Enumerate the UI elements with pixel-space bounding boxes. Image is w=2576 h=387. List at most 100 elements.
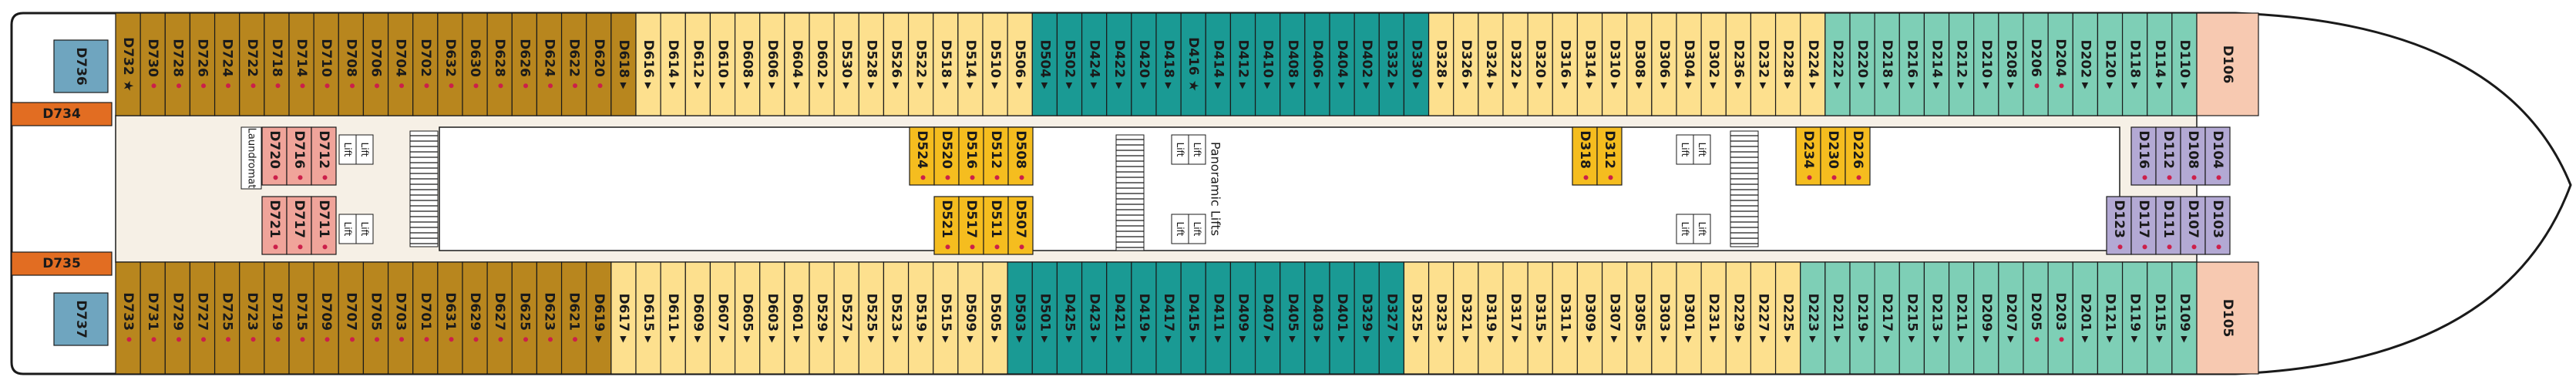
cabin-d730[interactable]: D730 •: [140, 12, 166, 116]
cabin-d204[interactable]: D204 •: [2047, 12, 2073, 116]
cabin-d727[interactable]: D727 •: [189, 261, 216, 375]
cabin-d326[interactable]: D326 ▸: [1453, 12, 1479, 116]
cabin-d522[interactable]: D522 ▸: [907, 12, 934, 116]
cabin-d506[interactable]: D506 ▸: [1007, 12, 1033, 116]
cabin-d121[interactable]: D121 ▸: [2097, 261, 2124, 375]
cabin-d718[interactable]: D718 •: [264, 12, 290, 116]
cabin-d521[interactable]: D521 •: [933, 196, 960, 255]
cabin-d618[interactable]: D618 ▸: [610, 12, 637, 116]
cabin-d303[interactable]: D303 ▸: [1651, 261, 1677, 375]
cabin-d218[interactable]: D218 ▸: [1874, 12, 1900, 116]
cabin-d515[interactable]: D515 ▸: [933, 261, 959, 375]
cabin-d726[interactable]: D726 •: [189, 12, 216, 116]
cabin-d227[interactable]: D227 ▸: [1750, 261, 1777, 375]
cabin-d225[interactable]: D225 ▸: [1774, 261, 1801, 375]
cabin-d620[interactable]: D620 •: [586, 12, 612, 116]
cabin-d530[interactable]: D530 ▸: [833, 12, 859, 116]
cabin-d103[interactable]: D103 •: [2204, 196, 2231, 255]
cabin-d417[interactable]: D417 ▸: [1155, 261, 1182, 375]
cabin-d231[interactable]: D231 ▸: [1700, 261, 1727, 375]
cabin-d624[interactable]: D624 •: [536, 12, 563, 116]
cabin-d311[interactable]: D311 ▸: [1552, 261, 1579, 375]
cabin-d610[interactable]: D610 ▸: [709, 12, 736, 116]
cabin-d230[interactable]: D230 •: [1820, 126, 1846, 186]
cabin-d625[interactable]: D625 •: [511, 261, 538, 375]
cabin-d214[interactable]: D214 ▸: [1923, 12, 1950, 116]
cabin-d615[interactable]: D615 ▸: [635, 261, 661, 375]
cabin-d412[interactable]: D412 ▸: [1229, 12, 1256, 116]
cabin-d118[interactable]: D118 ▸: [2121, 12, 2148, 116]
cabin-d736[interactable]: D736: [53, 39, 109, 93]
cabin-d117[interactable]: D117 •: [2130, 196, 2157, 255]
cabin-d632[interactable]: D632 •: [437, 12, 463, 116]
cabin-d524[interactable]: D524 •: [909, 126, 935, 186]
cabin-d731[interactable]: D731 •: [140, 261, 166, 375]
cabin-d420[interactable]: D420 ▸: [1131, 12, 1157, 116]
cabin-d106[interactable]: D106: [2196, 12, 2259, 116]
cabin-d709[interactable]: D709 •: [313, 261, 339, 375]
cabin-d321[interactable]: D321 ▸: [1453, 261, 1479, 375]
cabin-d409[interactable]: D409 ▸: [1229, 261, 1256, 375]
cabin-d302[interactable]: D302 ▸: [1700, 12, 1727, 116]
cabin-d733[interactable]: D733 •: [115, 261, 141, 375]
cabin-d119[interactable]: D119 ▸: [2121, 261, 2148, 375]
cabin-d701[interactable]: D701 •: [412, 261, 439, 375]
cabin-d206[interactable]: D206 •: [2023, 12, 2049, 116]
cabin-d631[interactable]: D631 •: [437, 261, 463, 375]
cabin-d628[interactable]: D628 •: [486, 12, 513, 116]
cabin-d735[interactable]: D735: [11, 251, 113, 276]
cabin-d309[interactable]: D309 ▸: [1576, 261, 1603, 375]
cabin-d729[interactable]: D729 •: [164, 261, 191, 375]
cabin-d526[interactable]: D526 ▸: [883, 12, 910, 116]
cabin-d520[interactable]: D520 •: [933, 126, 960, 186]
cabin-d507[interactable]: D507 •: [1007, 196, 1034, 255]
cabin-d304[interactable]: D304 ▸: [1676, 12, 1702, 116]
cabin-d201[interactable]: D201 ▸: [2072, 261, 2099, 375]
cabin-d706[interactable]: D706 •: [362, 12, 389, 116]
cabin-d607[interactable]: D607 ▸: [709, 261, 736, 375]
cabin-d734[interactable]: D734: [11, 102, 113, 126]
cabin-d221[interactable]: D221 ▸: [1824, 261, 1851, 375]
cabin-d512[interactable]: D512 •: [983, 126, 1009, 186]
cabin-d108[interactable]: D108 •: [2180, 126, 2206, 186]
cabin-d601[interactable]: D601 ▸: [784, 261, 810, 375]
cabin-d211[interactable]: D211 ▸: [1948, 261, 1975, 375]
cabin-d403[interactable]: D403 ▸: [1304, 261, 1330, 375]
cabin-d314[interactable]: D314 ▸: [1576, 12, 1603, 116]
cabin-d215[interactable]: D215 ▸: [1898, 261, 1925, 375]
cabin-d323[interactable]: D323 ▸: [1428, 261, 1454, 375]
cabin-d407[interactable]: D407 ▸: [1254, 261, 1281, 375]
cabin-d705[interactable]: D705 •: [362, 261, 389, 375]
cabin-d517[interactable]: D517 •: [958, 196, 984, 255]
cabin-d421[interactable]: D421 ▸: [1106, 261, 1132, 375]
cabin-d116[interactable]: D116 •: [2130, 126, 2157, 186]
cabin-d320[interactable]: D320 ▸: [1527, 12, 1553, 116]
cabin-d404[interactable]: D404 ▸: [1329, 12, 1355, 116]
cabin-d416[interactable]: D416 ★: [1180, 12, 1206, 116]
cabin-d114[interactable]: D114 ▸: [2147, 12, 2173, 116]
cabin-d703[interactable]: D703 •: [387, 261, 414, 375]
cabin-d604[interactable]: D604 ▸: [784, 12, 810, 116]
cabin-d115[interactable]: D115 ▸: [2147, 261, 2173, 375]
cabin-d332[interactable]: D332 ▸: [1378, 12, 1405, 116]
cabin-d707[interactable]: D707 •: [338, 261, 365, 375]
cabin-d423[interactable]: D423 ▸: [1081, 261, 1108, 375]
cabin-d722[interactable]: D722 •: [239, 12, 265, 116]
cabin-d209[interactable]: D209 ▸: [1973, 261, 1999, 375]
cabin-d219[interactable]: D219 ▸: [1849, 261, 1875, 375]
cabin-d301[interactable]: D301 ▸: [1676, 261, 1702, 375]
cabin-d609[interactable]: D609 ▸: [684, 261, 711, 375]
cabin-d504[interactable]: D504 ▸: [1031, 12, 1058, 116]
cabin-d224[interactable]: D224 ▸: [1800, 12, 1826, 116]
cabin-d202[interactable]: D202 ▸: [2072, 12, 2099, 116]
cabin-d629[interactable]: D629 •: [462, 261, 488, 375]
cabin-d501[interactable]: D501 ▸: [1031, 261, 1058, 375]
cabin-d614[interactable]: D614 ▸: [660, 12, 686, 116]
cabin-d509[interactable]: D509 ▸: [957, 261, 984, 375]
cabin-d123[interactable]: D123 •: [2106, 196, 2132, 255]
cabin-d704[interactable]: D704 •: [387, 12, 414, 116]
cabin-d325[interactable]: D325 ▸: [1403, 261, 1430, 375]
cabin-d318[interactable]: D318 •: [1572, 126, 1598, 186]
cabin-d203[interactable]: D203 •: [2047, 261, 2073, 375]
cabin-d712[interactable]: D712 •: [311, 126, 337, 186]
